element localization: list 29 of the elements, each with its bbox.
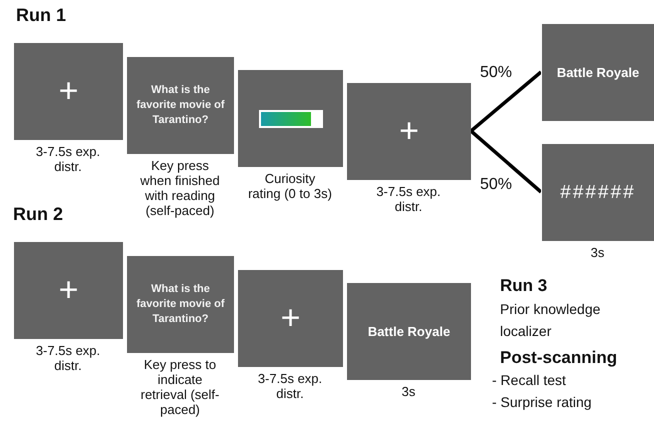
screen-panel bbox=[13, 241, 123, 339]
screen-panel bbox=[237, 69, 343, 167]
list-item: - Recall test bbox=[492, 372, 566, 388]
screen-panel bbox=[346, 282, 471, 380]
branch-line bbox=[470, 70, 542, 132]
list-item: - Surprise rating bbox=[492, 394, 592, 410]
mask-text: ###### bbox=[560, 182, 636, 204]
fixation-cross: + bbox=[280, 299, 300, 338]
screen-panel bbox=[13, 42, 123, 140]
screen-panel bbox=[541, 143, 654, 241]
branch-line bbox=[470, 130, 542, 194]
answer-text: Battle Royale bbox=[556, 65, 640, 80]
screen-panel bbox=[126, 56, 234, 154]
run-description: Prior knowledge localizer bbox=[500, 300, 602, 341]
run-heading: Run 3 bbox=[500, 276, 548, 296]
screen-panel bbox=[237, 269, 343, 367]
screen-panel bbox=[541, 23, 654, 121]
fixation-cross: + bbox=[58, 271, 78, 310]
question-text: What is the favorite movie of Tarantino? bbox=[135, 83, 226, 128]
screen-panel bbox=[346, 82, 471, 180]
fixation-cross: + bbox=[58, 72, 78, 111]
section-heading: Post-scanning bbox=[500, 348, 618, 368]
screen-caption: Curiosity rating (0 to 3s) bbox=[248, 171, 332, 201]
question-text: What is the favorite movie of Tarantino? bbox=[135, 282, 226, 327]
run-heading: Run 2 bbox=[13, 204, 64, 225]
fixation-cross: + bbox=[399, 112, 419, 151]
answer-text: Battle Royale bbox=[368, 324, 450, 339]
run-heading: Run 1 bbox=[16, 5, 66, 26]
screen-panel bbox=[126, 255, 234, 353]
